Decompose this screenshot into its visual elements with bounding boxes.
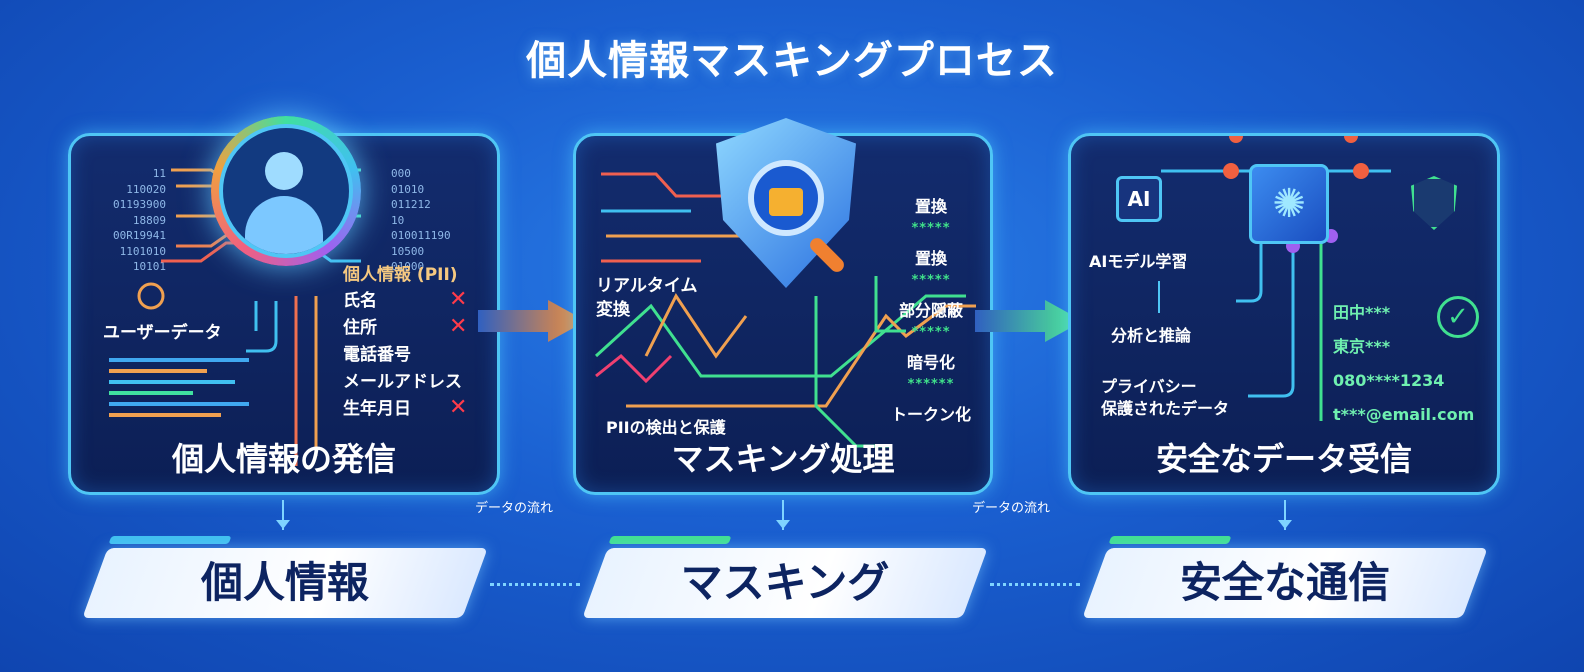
panel-title: 個人情報の発信 bbox=[171, 440, 396, 478]
check-icon: ✓ bbox=[1437, 296, 1479, 338]
method-label: 置換 bbox=[914, 249, 947, 268]
banner-pii: 個人情報 bbox=[82, 548, 488, 618]
pii-item: 住所 bbox=[343, 318, 377, 338]
banner-secure: 安全な通信 bbox=[1082, 548, 1488, 618]
method-label: 暗号化 bbox=[906, 353, 955, 372]
panel-title: 安全なデータ受信 bbox=[1155, 440, 1412, 478]
page-title: 個人情報マスキングプロセス bbox=[526, 38, 1058, 84]
method-list: 置換 ***** 置換 ***** 部分隠蔽 ***** 暗号化 ****** … bbox=[876, 196, 986, 426]
pii-item: 電話番号 bbox=[343, 345, 411, 365]
user-avatar bbox=[211, 116, 361, 266]
detect-label: PIIの検出と保護 bbox=[606, 418, 726, 437]
pii-list: 氏名 住所 電話番号 メールアドレス 生年月日 bbox=[343, 288, 462, 423]
flow-label: データの流れ bbox=[475, 501, 554, 516]
privacy-label: プライバシー 保護されたデータ bbox=[1101, 377, 1230, 418]
data-lines-decoration bbox=[109, 358, 249, 417]
banner-label: 個人情報 bbox=[200, 558, 369, 607]
analysis-label: 分析と推論 bbox=[1111, 326, 1192, 345]
mask-stars: ****** bbox=[907, 377, 955, 392]
banner-masking: マスキング bbox=[582, 548, 988, 618]
x-icon: ✕ bbox=[449, 395, 468, 420]
panel-receive: AI ✺ AIモデル学習 分析と推論 プライバシー 保護されたデータ 田中***… bbox=[1068, 133, 1500, 495]
realtime-label: リアルタイム 変換 bbox=[596, 276, 698, 320]
masked-value: 田中*** bbox=[1333, 303, 1391, 322]
pii-heading: 個人情報 (PII) bbox=[343, 265, 458, 285]
lock-icon bbox=[769, 188, 803, 216]
banner-label: 安全な通信 bbox=[1179, 558, 1390, 607]
binary-right: 000 01010 011212 10 010011190 10500 0100… bbox=[391, 167, 451, 273]
x-icon: ✕ bbox=[449, 314, 468, 339]
masked-value: 080****1234 bbox=[1333, 371, 1445, 390]
x-icon: ✕ bbox=[449, 287, 468, 312]
down-arrow-icon bbox=[776, 500, 790, 530]
dotted-connector bbox=[990, 583, 1080, 586]
masked-value: 東京*** bbox=[1333, 337, 1391, 356]
method-label: 部分隠蔽 bbox=[898, 301, 963, 320]
mask-stars: ***** bbox=[911, 325, 951, 340]
person-icon bbox=[265, 152, 303, 190]
pii-item: 生年月日 bbox=[343, 399, 411, 419]
ai-label: AIモデル学習 bbox=[1089, 252, 1188, 271]
panel-masking: リアルタイム 変換 PIIの検出と保護 置換 ***** 置換 ***** 部分… bbox=[573, 118, 993, 495]
mask-stars: ***** bbox=[911, 221, 951, 236]
binary-left: 11 110020 01193900 18809 00R19941 110101… bbox=[113, 167, 166, 273]
method-label: トークン化 bbox=[890, 405, 971, 424]
pii-item: メールアドレス bbox=[343, 372, 462, 392]
down-arrow-icon bbox=[276, 500, 290, 530]
process-lines bbox=[594, 172, 976, 448]
brain-chip-icon: ✺ bbox=[1249, 164, 1329, 244]
dotted-connector bbox=[490, 583, 580, 586]
pii-item: 氏名 bbox=[343, 291, 377, 311]
banner-label: マスキング bbox=[680, 558, 890, 607]
flow-arrow-2 bbox=[975, 300, 1083, 342]
flow-label: データの流れ bbox=[972, 501, 1051, 516]
masked-values: 田中*** 東京*** 080****1234 t***@email.com bbox=[1333, 296, 1474, 432]
flow-arrow-1 bbox=[478, 300, 586, 342]
down-arrow-icon bbox=[1158, 281, 1160, 313]
ai-chip-icon: AI bbox=[1116, 176, 1162, 222]
panel-title: マスキング処理 bbox=[671, 440, 895, 478]
method-label: 置換 bbox=[914, 197, 947, 216]
user-data-label: ユーザーデータ bbox=[103, 323, 222, 343]
panel-send: 11 110020 01193900 18809 00R19941 110101… bbox=[68, 116, 500, 495]
down-arrow-icon bbox=[1278, 500, 1292, 530]
masked-marks: ✕ ✕ ✕ bbox=[449, 286, 467, 421]
masked-value: t***@email.com bbox=[1333, 405, 1475, 424]
mask-stars: ***** bbox=[911, 273, 951, 288]
